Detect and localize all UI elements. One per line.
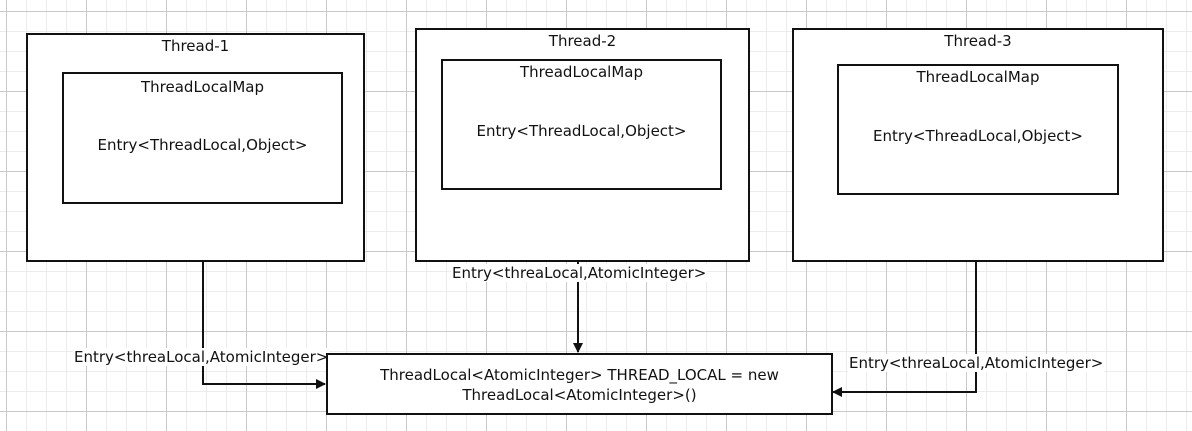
- thread-2-map-title: ThreadLocalMap: [520, 63, 643, 81]
- thread-2-title: Thread-2: [548, 32, 617, 50]
- threadlocal-target-line-1: ThreadLocal<AtomicInteger> THREAD_LOCAL …: [380, 366, 779, 384]
- thread-2-entry: Entry<ThreadLocal,Object>: [476, 122, 687, 140]
- thread-2-map-box: ThreadLocalMap Entry<ThreadLocal,Object>: [441, 59, 722, 190]
- thread-3-title: Thread-3: [944, 32, 1012, 50]
- edge-label-thread-3: Entry<threaLocal,AtomicInteger>: [848, 354, 1105, 372]
- thread-3-entry: Entry<ThreadLocal,Object>: [873, 127, 1083, 145]
- thread-1-map-title: ThreadLocalMap: [141, 78, 264, 96]
- edge-label-thread-1: Entry<threaLocal,AtomicInteger>: [73, 348, 330, 366]
- threadlocal-target-line-2: ThreadLocal<AtomicInteger>(): [462, 386, 697, 404]
- thread-1-map-box: ThreadLocalMap Entry<ThreadLocal,Object>: [62, 72, 343, 204]
- thread-1-title: Thread-1: [161, 37, 230, 55]
- thread-1-entry: Entry<ThreadLocal,Object>: [97, 136, 308, 154]
- thread-3-map-box: ThreadLocalMap Entry<ThreadLocal,Object>: [837, 64, 1119, 195]
- threadlocal-target-box: ThreadLocal<AtomicInteger> THREAD_LOCAL …: [326, 353, 833, 415]
- edge-thread1-to-threadlocal: [202, 203, 326, 389]
- thread-3-map-title: ThreadLocalMap: [916, 68, 1040, 86]
- edge-label-thread-2: Entry<threaLocal,AtomicInteger>: [451, 264, 708, 282]
